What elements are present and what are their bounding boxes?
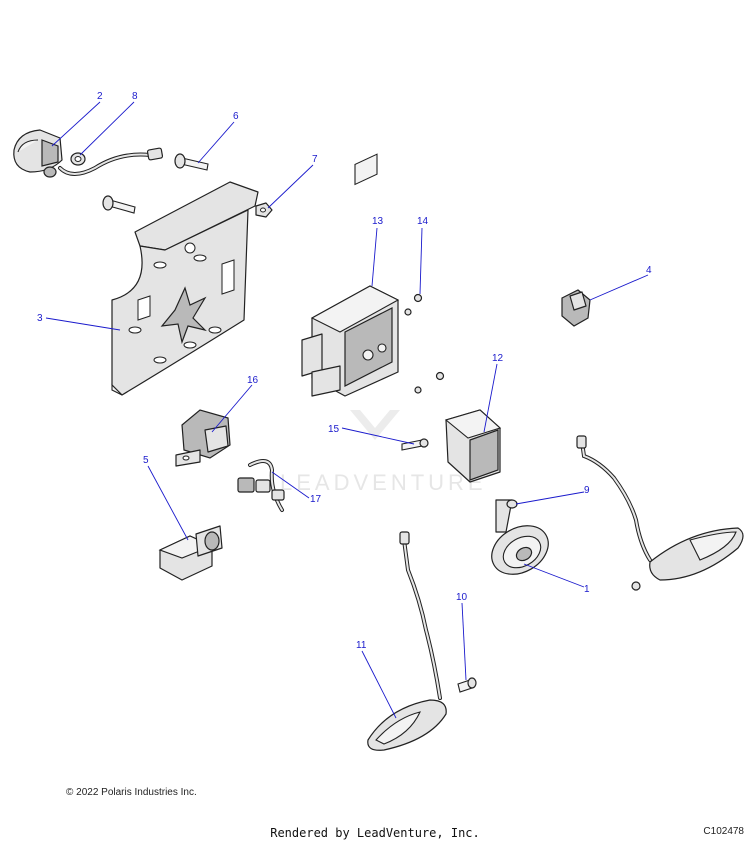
part-9-horn-bolt[interactable]: [506, 499, 518, 509]
leader-15: [341, 427, 415, 445]
callout-12: 12: [492, 353, 504, 364]
part-8-grommet-harness[interactable]: [43, 147, 164, 178]
callout-3: 3: [37, 313, 43, 324]
callout-15: 15: [328, 424, 340, 435]
leader-8: [79, 101, 135, 156]
copyright-text: © 2022 Polaris Industries Inc.: [66, 787, 197, 798]
leader-lines: [45, 101, 649, 719]
part-1-horn[interactable]: [483, 499, 557, 584]
leader-12: [483, 363, 498, 433]
part-13-ecu[interactable]: [301, 153, 400, 397]
leader-2: [51, 101, 101, 147]
leader-14: [419, 227, 423, 295]
part-4-switch[interactable]: [561, 289, 591, 327]
callout-1: 1: [584, 584, 590, 595]
callout-8: 8: [132, 91, 138, 102]
callout-10: 10: [456, 592, 468, 603]
callout-17: 17: [310, 494, 322, 505]
part-2-light-housing[interactable]: [13, 129, 63, 173]
watermark: LEADVENTURE: [280, 410, 487, 495]
leader-16: [211, 384, 253, 433]
callout-14: 14: [417, 216, 429, 227]
diagram-id: C102478: [703, 826, 744, 837]
leader-10: [461, 602, 467, 681]
callout-9: 9: [584, 485, 590, 496]
leader-4: [589, 274, 649, 301]
callout-7: 7: [312, 154, 318, 165]
callout-16: 16: [247, 375, 259, 386]
leader-5: [147, 465, 189, 541]
watermark-text: LEADVENTURE: [280, 470, 487, 495]
leader-7: [267, 164, 314, 209]
part-16-connector[interactable]: [175, 409, 231, 467]
callout-4: 4: [646, 265, 652, 276]
bolt-plate-left[interactable]: [102, 195, 136, 214]
callout-11: 11: [356, 640, 367, 651]
leader-17: [271, 471, 310, 499]
part-10-screw[interactable]: [457, 677, 477, 693]
callout-5: 5: [143, 455, 149, 466]
leader-1: [523, 563, 585, 588]
part-14-screws[interactable]: [404, 293, 445, 394]
leader-3: [45, 317, 121, 331]
callout-numbers: 2 8 6 7 3 13 14 4 16 12 15 5 9 17 1 10 1…: [37, 91, 652, 651]
leader-11: [361, 650, 397, 719]
part-6-bolt[interactable]: [174, 153, 209, 171]
callout-2: 2: [97, 91, 103, 102]
turn-signal-right[interactable]: [576, 435, 744, 591]
part-15-screw[interactable]: [401, 438, 429, 451]
rendered-by-text: Rendered by LeadVenture, Inc.: [270, 826, 480, 840]
part-5-ignition[interactable]: [158, 525, 223, 581]
part-7-nut[interactable]: [255, 202, 273, 218]
callout-13: 13: [372, 216, 384, 227]
callout-6: 6: [233, 111, 239, 122]
leader-13: [371, 227, 378, 287]
part-3-bracket[interactable]: [111, 181, 259, 396]
part-17-pigtail[interactable]: [237, 459, 285, 512]
part-11-turn-signal[interactable]: [367, 531, 447, 751]
leader-6: [197, 121, 235, 164]
leader-9: [515, 491, 585, 505]
